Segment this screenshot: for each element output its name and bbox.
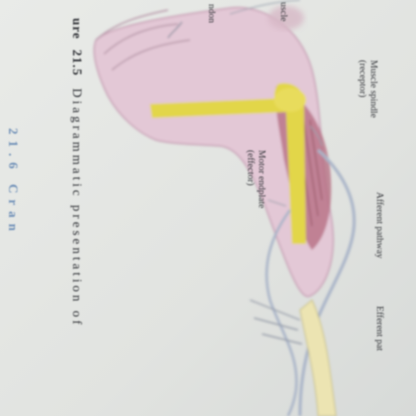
elbow-joint bbox=[274, 88, 306, 112]
finger-outline-2 bbox=[103, 23, 179, 55]
leader-motor-endplate bbox=[267, 199, 287, 207]
leader-tendon bbox=[167, 21, 183, 39]
label-muscle: uscle bbox=[278, 2, 288, 22]
label-motor-endplate-line1: Motor endplate bbox=[256, 150, 266, 209]
label-muscle-spindle: Muscle spindle (receptor) bbox=[356, 60, 378, 118]
leader-muscle-spindle bbox=[309, 125, 323, 147]
next-section-heading: 21.6 Cran bbox=[6, 128, 21, 237]
limb-tissue bbox=[93, 6, 334, 298]
caption-prefix: ure bbox=[70, 18, 85, 40]
caption-text: Diagrammatic presentation of bbox=[70, 88, 85, 328]
forearm-bone bbox=[150, 98, 288, 118]
tissue-blob bbox=[268, 6, 304, 30]
humerus-bone bbox=[274, 83, 306, 245]
finger-outline-1 bbox=[95, 9, 169, 41]
label-motor-endplate-line2: (effector) bbox=[245, 150, 256, 186]
label-afferent-pathway: Afferent pathway bbox=[374, 192, 384, 259]
label-muscle-spindle-line1: Muscle spindle bbox=[368, 60, 378, 118]
efferent-nerve bbox=[265, 209, 298, 416]
label-efferent-pathway: Efferent pat bbox=[374, 306, 384, 351]
afferent-nerve bbox=[298, 148, 356, 416]
label-muscle-spindle-line2: (receptor) bbox=[357, 60, 368, 98]
label-motor-endplate: Motor endplate (effector) bbox=[244, 150, 266, 208]
figure-caption: ure 21.5Diagrammatic presentation of bbox=[69, 18, 85, 328]
finger-outline-3 bbox=[111, 39, 191, 71]
nerve-fibers bbox=[249, 299, 303, 345]
spinal-cord bbox=[299, 299, 337, 416]
label-tendon: ndon bbox=[206, 4, 216, 23]
caption-number: 21.5 bbox=[70, 49, 85, 77]
leader-muscle bbox=[229, 0, 301, 15]
